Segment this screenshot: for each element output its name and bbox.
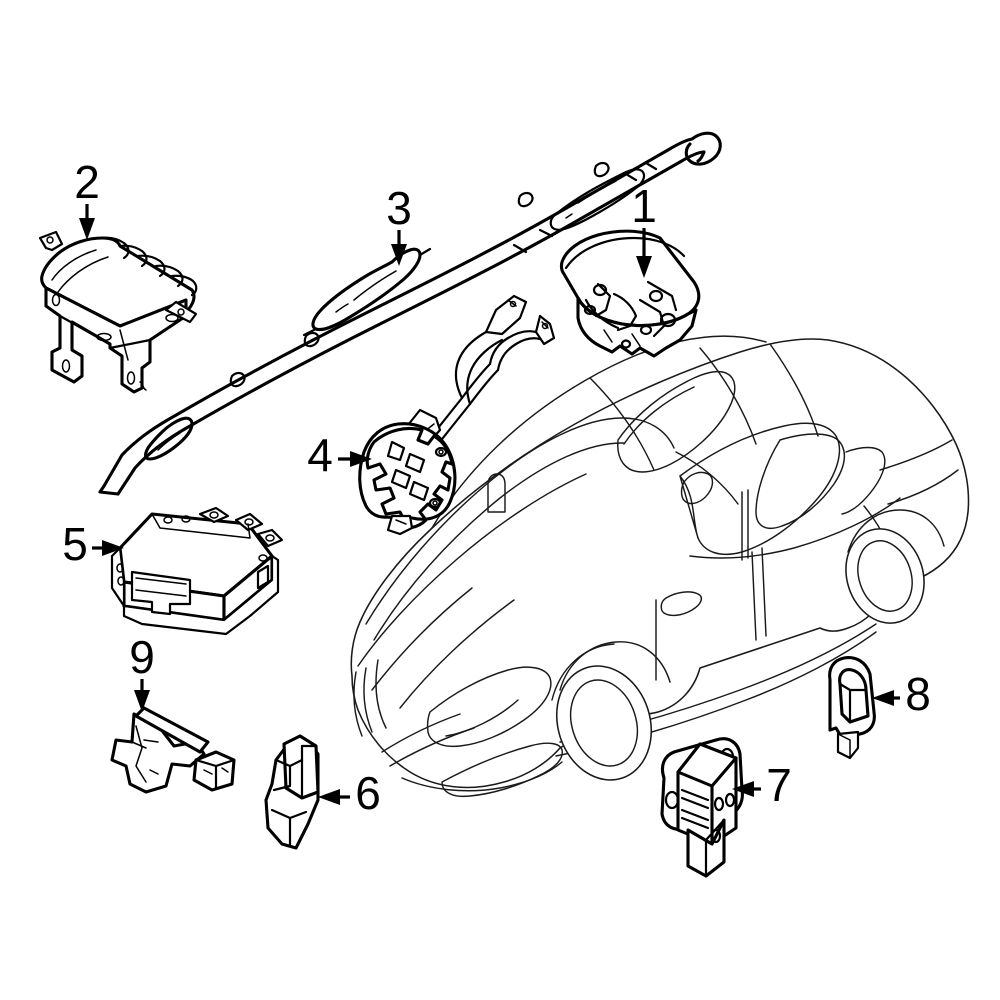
part-passenger-airbag-module[interactable] bbox=[38, 230, 198, 394]
callout-leader-9 bbox=[134, 679, 150, 712]
part-side-impact-sensor[interactable] bbox=[828, 656, 876, 760]
callout-leader-2 bbox=[79, 204, 95, 240]
callout-leader-1 bbox=[636, 228, 652, 278]
callout-leader-8 bbox=[872, 690, 900, 706]
callout-leader-4 bbox=[338, 451, 372, 467]
callout-label-5[interactable]: 5 bbox=[62, 518, 88, 570]
part-curtain-airbag[interactable] bbox=[98, 131, 722, 496]
callout-leader-5 bbox=[92, 540, 124, 556]
callout-label-3[interactable]: 3 bbox=[386, 182, 412, 234]
callout-label-1[interactable]: 1 bbox=[631, 180, 657, 232]
callout-leader-3 bbox=[391, 230, 407, 266]
part-front-impact-sensor[interactable] bbox=[660, 737, 744, 878]
callout-label-8[interactable]: 8 bbox=[905, 668, 931, 720]
part-seat-position-sensor[interactable] bbox=[110, 706, 236, 794]
part-driver-airbag-module[interactable] bbox=[559, 229, 701, 358]
callout-label-7[interactable]: 7 bbox=[766, 759, 792, 811]
part-clock-spring-assembly[interactable] bbox=[358, 294, 556, 536]
callout-label-2[interactable]: 2 bbox=[74, 156, 100, 208]
callout-leader-7 bbox=[732, 781, 761, 797]
callout-label-4[interactable]: 4 bbox=[307, 429, 333, 481]
part-airbag-control-module[interactable] bbox=[110, 506, 284, 636]
callout-label-6[interactable]: 6 bbox=[355, 767, 381, 819]
part-side-impact-bracket[interactable] bbox=[264, 734, 320, 850]
callout-label-9[interactable]: 9 bbox=[129, 631, 155, 683]
vehicle-outline bbox=[350, 335, 970, 798]
callout-leader-6 bbox=[318, 789, 350, 805]
